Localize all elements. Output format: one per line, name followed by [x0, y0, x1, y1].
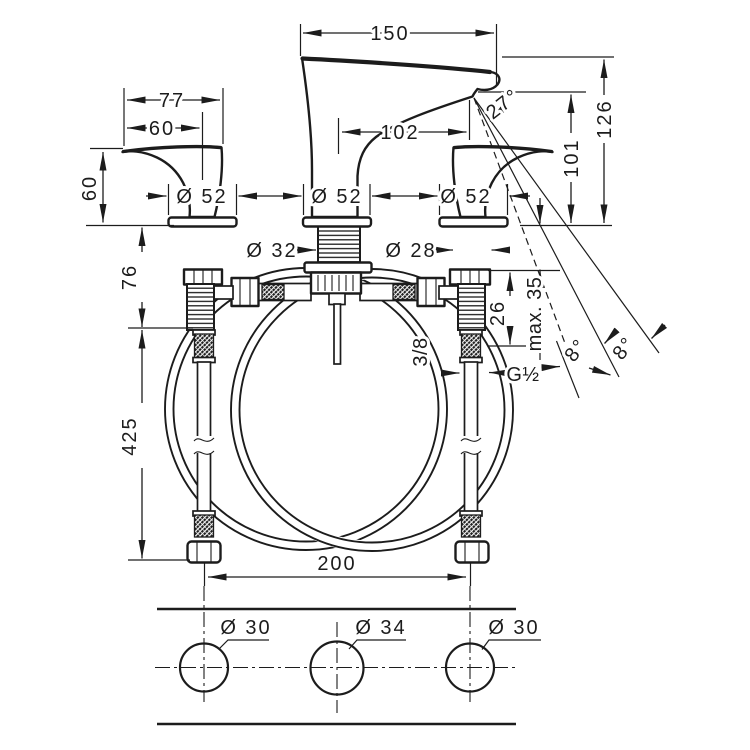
dim-jet-angle-a: 8° — [560, 334, 592, 366]
dim-escutcheon-center: Ø 52 — [311, 186, 362, 208]
dim-hose-connection-small: 3/8 — [410, 337, 432, 366]
escutcheon-right — [438, 216, 509, 228]
dim-escutcheon-right: Ø 52 — [440, 186, 491, 208]
extension-lines — [86, 24, 614, 586]
supply-pipe-left — [186, 329, 222, 564]
dim-max-deck-thickness: max. 35 — [524, 277, 546, 352]
dim-hole-right: Ø 30 — [488, 617, 539, 639]
coupling-hex-left — [230, 276, 260, 308]
dim-spout-reach: 102 — [380, 122, 419, 144]
dimension-lines — [99, 29, 668, 581]
corner-valve-left — [182, 268, 234, 331]
drain-rod — [328, 292, 346, 365]
dim-escutcheon-left: Ø 52 — [176, 186, 227, 208]
dim-total-height: 126 — [594, 99, 616, 138]
dim-hole-spacing: 200 — [317, 553, 356, 575]
dim-spout-top-width: 150 — [370, 23, 409, 45]
dim-outlet-height: 101 — [561, 138, 583, 177]
dim-handle-height: 60 — [79, 175, 101, 201]
corner-valve-right — [438, 268, 492, 331]
dim-handle-width: 77 — [159, 90, 185, 112]
dim-hose-length: 425 — [119, 416, 141, 455]
dim-jet-angle-b: 8° — [608, 332, 640, 364]
escutcheon-center — [301, 216, 373, 228]
dim-center-shank: Ø 32 — [246, 240, 297, 262]
deck-section — [155, 586, 517, 726]
union-nut-right — [454, 540, 490, 564]
escutcheon-left — [167, 216, 238, 228]
union-nut-left — [186, 540, 222, 564]
dim-hose-connection: G½ — [506, 364, 539, 386]
supply-pipe-right — [454, 329, 490, 564]
dim-hole-center: Ø 34 — [355, 617, 406, 639]
dim-hole-left: Ø 30 — [220, 617, 271, 639]
dim-thread-length: 26 — [487, 300, 509, 326]
dim-handle-offset: 60 — [149, 118, 175, 140]
dim-side-shank: Ø 28 — [385, 240, 436, 262]
dim-below-deck-valve: 76 — [119, 264, 141, 290]
hole-label-leaders — [218, 639, 541, 650]
